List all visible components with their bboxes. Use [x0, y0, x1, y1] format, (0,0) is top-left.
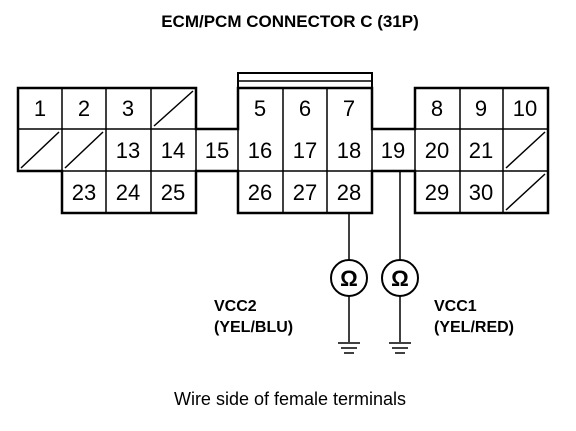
pin-19: 19	[381, 138, 405, 163]
pin-8: 8	[431, 96, 443, 121]
pin-20: 20	[425, 138, 449, 163]
ohm-symbol: Ω	[391, 266, 409, 291]
vcc2-wire-color: (YEL/BLU)	[214, 319, 293, 336]
pin-16: 16	[248, 138, 272, 163]
pin-17: 17	[293, 138, 317, 163]
ground-icon	[338, 342, 360, 354]
pin-18: 18	[337, 138, 361, 163]
unused-cavity-31	[505, 173, 546, 211]
unused-cavity-12	[64, 131, 104, 169]
pin-14: 14	[161, 138, 185, 163]
unused-cavity-11	[20, 131, 60, 169]
probe-vcc1: Ω	[381, 171, 419, 354]
pin-30: 30	[469, 180, 493, 205]
probe-vcc2: Ω	[330, 213, 368, 354]
pin-9: 9	[475, 96, 487, 121]
pin-25: 25	[161, 180, 185, 205]
pin-2: 2	[78, 96, 90, 121]
row3-pin-labels: 23 24 25 26 27 28 29 30	[72, 180, 493, 205]
pin-3: 3	[122, 96, 134, 121]
pin-29: 29	[425, 180, 449, 205]
pin-6: 6	[299, 96, 311, 121]
diagram-title: ECM/PCM CONNECTOR C (31P)	[161, 12, 419, 31]
row1-pin-labels: 1 2 3 5 6 7 8 9 10	[34, 96, 537, 121]
pin-28: 28	[337, 180, 361, 205]
unused-cavity-4	[153, 90, 194, 127]
unused-cavity-slashes	[20, 90, 546, 211]
unused-cavity-22	[505, 131, 546, 169]
pin-15: 15	[205, 138, 229, 163]
pin-21: 21	[469, 138, 493, 163]
pin-13: 13	[116, 138, 140, 163]
row2-grid	[61, 129, 548, 172]
ohm-symbol: Ω	[340, 266, 358, 291]
pin-23: 23	[72, 180, 96, 205]
pin-10: 10	[513, 96, 537, 121]
pin-24: 24	[116, 180, 140, 205]
pin-1: 1	[34, 96, 46, 121]
ground-icon	[389, 342, 411, 354]
diagram-caption: Wire side of female terminals	[174, 389, 406, 409]
pin-5: 5	[254, 96, 266, 121]
row1-grid	[18, 88, 548, 130]
vcc2-label: VCC2	[214, 298, 257, 315]
pin-27: 27	[293, 180, 317, 205]
row3-grid	[105, 171, 504, 213]
pin-26: 26	[248, 180, 272, 205]
vcc1-label: VCC1	[434, 298, 477, 315]
pin-7: 7	[343, 96, 355, 121]
row2-pin-labels: 13 14 15 16 17 18 19 20 21	[116, 138, 493, 163]
vcc1-wire-color: (YEL/RED)	[434, 319, 514, 336]
